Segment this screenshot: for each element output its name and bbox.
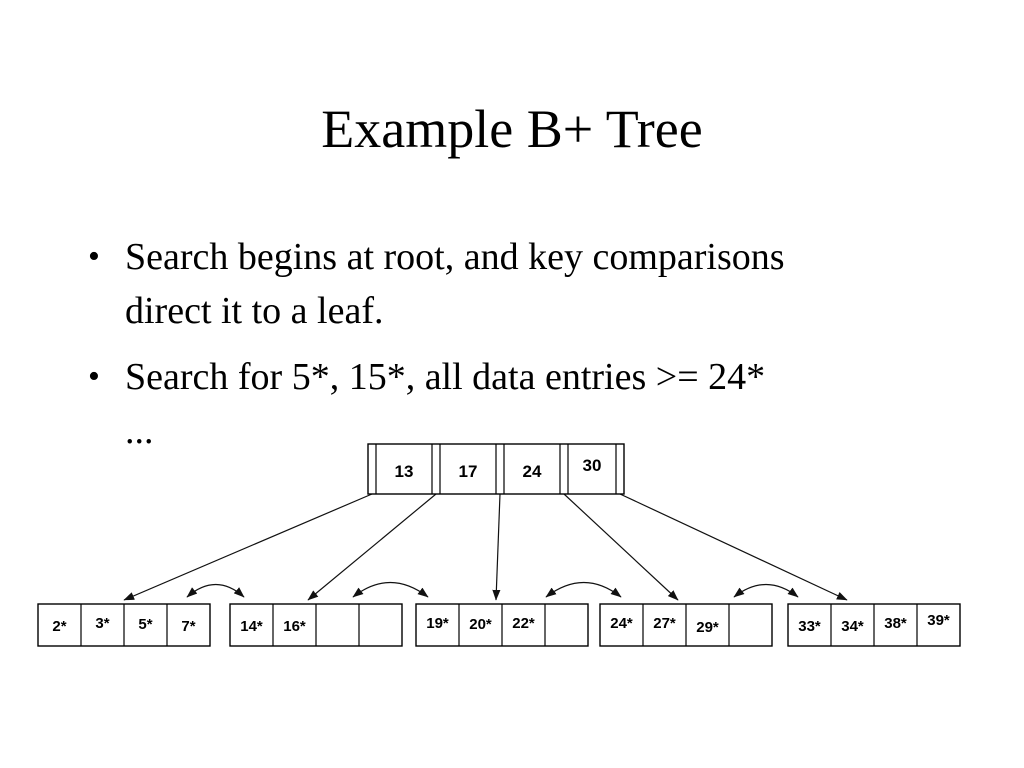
root-node: 13 17 24 30 [367,443,625,495]
bullet-1-line-2: direct it to a leaf. [125,290,384,332]
leaf-5-cell-4: 39* [927,612,950,629]
leaf-2-cell-1: 14* [240,618,263,635]
root-key-3: 24 [523,462,542,481]
bullet-list: • Search begins at root, and key compari… [88,230,938,470]
leaf-node-2: 14* 16* [229,603,403,647]
leaf-node-3: 19* 20* 22* [415,603,589,647]
leaf-3-cell-2: 20* [469,616,492,633]
leaf-sibling-links [186,581,799,598]
bullet-dot: • [88,238,100,275]
leaf-4-cell-1: 24* [610,615,633,632]
leaf-2-cell-2: 16* [283,618,306,635]
pointer-to-leaf-4 [563,493,679,601]
pointer-to-leaf-2 [307,493,437,601]
root-key-2: 17 [459,462,478,481]
sibling-link-3-4 [545,581,622,598]
root-key-1: 13 [395,462,414,481]
leaf-1-cell-1: 2* [52,618,66,635]
leaf-3-cell-1: 19* [426,615,449,632]
root-to-leaf-pointers [123,493,848,601]
leaf-1-cell-3: 5* [138,616,152,633]
leaf-node-4: 24* 27* 29* [599,603,773,647]
bullet-2-line-2: ... [125,410,154,452]
leaf-5-cell-2: 34* [841,618,864,635]
bullet-2-line-1: Search for 5*, 15*, all data entries >= … [125,356,766,398]
leaf-5-cell-3: 38* [884,615,907,632]
leaf-1-cell-2: 3* [95,615,109,632]
sibling-link-1-2 [186,584,245,598]
pointer-to-leaf-5 [619,493,848,601]
leaf-node-5: 33* 34* 38* 39* [787,603,961,647]
sibling-link-2-3 [352,581,429,598]
sibling-link-4-5 [733,584,799,598]
bullet-item-2: • Search for 5*, 15*, all data entries >… [88,350,938,458]
pointer-to-leaf-3 [492,493,501,601]
leaf-3-cell-3: 22* [512,615,535,632]
bullet-item-1: • Search begins at root, and key compari… [88,230,938,338]
root-key-4: 30 [583,456,602,475]
leaf-4-cell-2: 27* [653,615,676,632]
leaf-4-cell-3: 29* [696,619,719,636]
leaf-5-cell-1: 33* [798,618,821,635]
bullet-dot: • [88,358,100,395]
pointer-to-leaf-1 [123,493,373,601]
leaf-1-cell-4: 7* [181,618,195,635]
leaf-node-1: 2* 3* 5* 7* [37,603,211,647]
page-title: Example B+ Tree [321,99,703,159]
bullet-1-line-1: Search begins at root, and key compariso… [125,236,785,278]
